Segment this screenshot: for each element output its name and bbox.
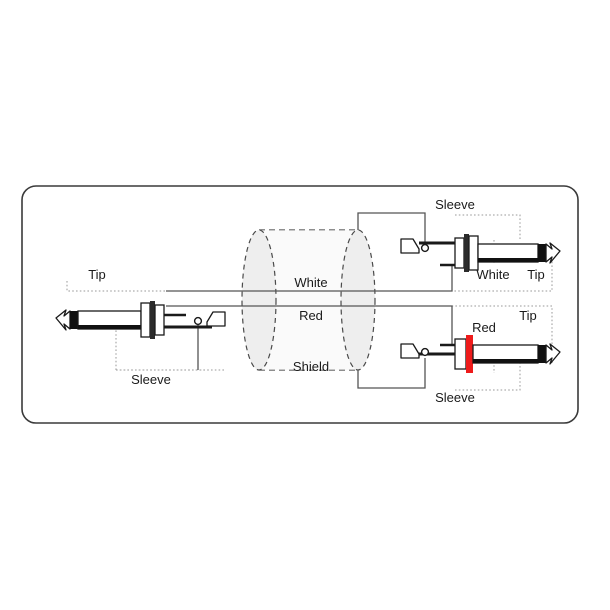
tr-plug-lug-tab bbox=[400, 238, 420, 254]
label-left-sleeve: Sleeve bbox=[131, 372, 171, 387]
left-plug-lug-tab bbox=[206, 311, 226, 327]
label-bottom-right-sleeve: Sleeve bbox=[435, 390, 475, 405]
tr-plug-lug-eyelet bbox=[420, 243, 430, 253]
top-right-ts-plug[interactable] bbox=[400, 234, 561, 272]
wire-white bbox=[166, 265, 453, 292]
label-bottom-right-tip: Tip bbox=[519, 308, 537, 323]
label-cable-red: Red bbox=[299, 308, 323, 323]
label-top-right-sleeve: Sleeve bbox=[435, 197, 475, 212]
br-plug-red-ring bbox=[466, 335, 473, 373]
conductor-wires bbox=[166, 212, 453, 389]
tr-plug-tip-point bbox=[545, 242, 561, 264]
left-trs-plug[interactable] bbox=[55, 301, 226, 339]
br-plug-collar-inner bbox=[454, 338, 467, 370]
br-plug-lug-eyelet bbox=[420, 347, 430, 357]
cable-cross-section-right bbox=[340, 229, 376, 371]
left-plug-collar-outer bbox=[140, 302, 151, 338]
left-plug-shaft-shadow bbox=[78, 325, 141, 329]
left-plug-collar-ring bbox=[150, 301, 155, 339]
dotted-br-sleeve bbox=[455, 363, 521, 391]
bottom-right-ts-plug[interactable] bbox=[400, 335, 561, 373]
cable-cross-section-left bbox=[241, 229, 277, 371]
dotted-tr-sleeve bbox=[455, 214, 521, 241]
label-top-right-white: White bbox=[476, 267, 509, 282]
tr-plug-tip-band bbox=[538, 244, 546, 262]
cable-body bbox=[241, 229, 376, 371]
tr-plug-collar-inner bbox=[454, 237, 465, 269]
tr-plug-collar-ring bbox=[464, 234, 469, 272]
label-cable-white: White bbox=[294, 275, 327, 290]
label-cable-shield: Shield bbox=[293, 359, 329, 374]
tr-plug-collar-outer bbox=[468, 235, 479, 271]
tr-plug-shaft-shadow bbox=[478, 258, 538, 262]
br-plug-tip-point bbox=[545, 343, 561, 365]
wire-red bbox=[166, 305, 453, 345]
br-plug-shaft-shadow bbox=[473, 359, 538, 363]
label-top-right-tip: Tip bbox=[527, 267, 545, 282]
dotted-left-sleeve bbox=[115, 330, 206, 371]
br-plug-tip-band bbox=[538, 345, 546, 363]
wire-shield-to-br-sleeve bbox=[357, 358, 426, 389]
diagram-labels: Tip Sleeve White Red Shield Sleeve White… bbox=[88, 197, 545, 405]
left-plug-lug-eyelet bbox=[193, 316, 203, 326]
left-plug-collar-inner bbox=[154, 304, 165, 336]
br-plug-lug-tab bbox=[400, 343, 420, 359]
label-bottom-right-red: Red bbox=[472, 320, 496, 335]
wire-shield-to-tr-sleeve bbox=[357, 212, 426, 243]
label-left-tip: Tip bbox=[88, 267, 106, 282]
left-plug-tip-band bbox=[70, 311, 78, 329]
